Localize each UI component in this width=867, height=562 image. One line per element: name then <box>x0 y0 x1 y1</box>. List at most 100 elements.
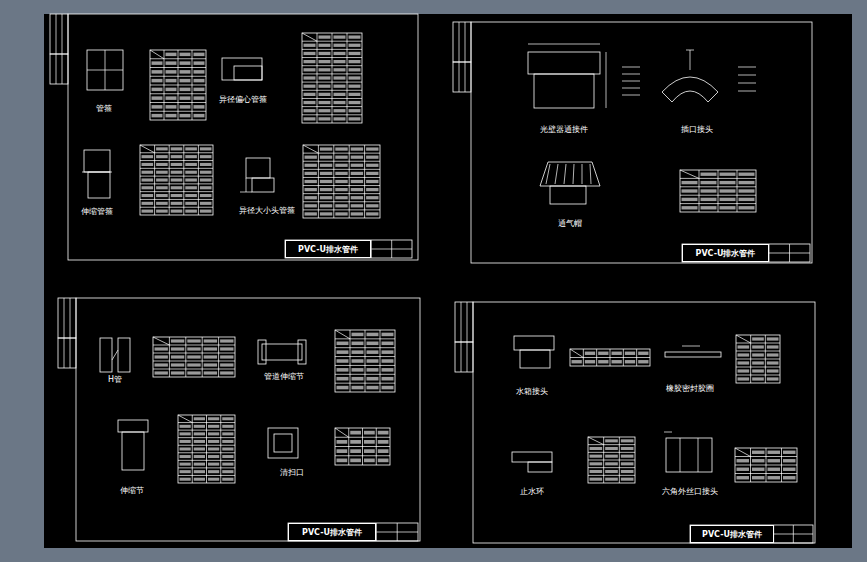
table-cell-mark <box>166 96 177 100</box>
margin-rule <box>467 302 468 342</box>
table-cell-mark <box>222 447 233 450</box>
part-name: 伸缩节 <box>119 487 145 496</box>
table-cell-mark <box>334 93 346 96</box>
dim-note-mark <box>622 88 640 89</box>
table-cell-mark <box>180 455 191 458</box>
table-cell-mark <box>200 210 212 213</box>
table-cell-mark <box>319 76 331 79</box>
table-rule <box>737 170 738 212</box>
table-cell-mark <box>351 147 363 150</box>
dim-note-mark <box>622 95 640 96</box>
table-cell-mark <box>156 178 168 181</box>
line <box>698 438 699 472</box>
table-cell-mark <box>194 440 205 443</box>
spec-table <box>736 335 780 383</box>
part-name: 止水环 <box>519 488 545 497</box>
table-cell-mark <box>335 147 347 150</box>
table-cell-mark <box>366 156 378 159</box>
table-cell-mark <box>768 451 781 454</box>
table-rule <box>781 448 782 482</box>
table-diagonal <box>178 415 192 423</box>
table-cell-mark <box>752 468 765 471</box>
table-rule <box>765 335 766 383</box>
table-rule <box>623 349 624 366</box>
table-cell-mark <box>739 181 755 184</box>
table-cell-mark <box>335 156 347 159</box>
part-name: 水箱接头 <box>515 388 549 397</box>
line <box>606 52 607 108</box>
canvas <box>44 14 852 548</box>
line <box>528 44 600 45</box>
table-cell-mark <box>319 52 331 55</box>
table-cell-mark <box>304 44 316 47</box>
vent-cap <box>540 162 600 186</box>
spec-table <box>735 448 797 482</box>
table-cell-mark <box>194 447 205 450</box>
table-rule <box>140 168 213 169</box>
table-cell-mark <box>208 455 219 458</box>
table-cell-mark <box>180 425 191 428</box>
table-cell-mark <box>220 363 233 366</box>
table-cell-mark <box>767 361 779 364</box>
table-cell-mark <box>171 210 183 213</box>
table-cell-mark <box>337 377 349 381</box>
table-cell-mark <box>171 194 183 197</box>
margin-rule <box>461 342 462 372</box>
table-cell-mark <box>194 417 205 420</box>
cleanout <box>274 434 292 452</box>
table-rule <box>153 361 235 362</box>
table-cell-mark <box>382 386 394 390</box>
table-cell-mark <box>720 173 736 176</box>
part-name: 伸缩管箍 <box>80 208 114 217</box>
spec-table <box>153 337 235 377</box>
table-cell-mark <box>682 206 698 209</box>
table-cell-mark <box>738 353 750 356</box>
table-cell-mark <box>142 194 154 197</box>
table-cell-mark <box>334 117 346 120</box>
table-rule <box>303 193 380 194</box>
table-rule <box>303 185 380 186</box>
margin-box <box>58 338 76 368</box>
table-rule <box>603 437 604 483</box>
margin-box <box>453 22 471 62</box>
part-name: H管 <box>107 376 123 385</box>
table-cell-mark <box>180 53 191 57</box>
line <box>690 50 691 70</box>
table-cell-mark <box>152 96 163 100</box>
spec-table <box>680 170 756 212</box>
table-cell-mark <box>155 363 168 366</box>
table-cell-mark <box>367 368 379 372</box>
straight-joint <box>528 52 600 74</box>
table-cell-mark <box>319 109 331 112</box>
table-cell-mark <box>142 186 154 189</box>
table-rule <box>140 199 213 200</box>
table-cell-mark <box>367 333 379 337</box>
table-cell-mark <box>621 470 634 473</box>
table-cell-mark <box>739 173 755 176</box>
table-cell-mark <box>180 432 191 435</box>
table-cell-mark <box>335 204 347 207</box>
table-cell-mark <box>752 451 765 454</box>
margin-rule <box>70 338 71 368</box>
table-cell-mark <box>166 70 177 74</box>
table-rule <box>202 337 203 377</box>
spec-table <box>335 330 395 392</box>
table-cell-mark <box>222 470 233 473</box>
margin-rule <box>62 14 63 54</box>
table-cell-mark <box>185 202 197 205</box>
table-cell-mark <box>378 431 389 435</box>
reducer <box>246 158 270 178</box>
table-cell-mark <box>605 439 618 442</box>
table-cell-mark <box>337 440 348 444</box>
table-cell-mark <box>320 188 332 191</box>
table-rule <box>750 335 751 383</box>
table-cell-mark <box>605 462 618 465</box>
tank-joint <box>514 336 554 350</box>
spec-table <box>588 437 635 483</box>
table-cell-mark <box>612 360 622 363</box>
table-cell-mark <box>152 114 163 118</box>
part-name: 光壁器通接件 <box>539 126 589 135</box>
table-rule <box>153 369 235 370</box>
title-cell: PVC-U排水管件 <box>682 244 769 262</box>
table-cell-mark <box>366 212 378 215</box>
